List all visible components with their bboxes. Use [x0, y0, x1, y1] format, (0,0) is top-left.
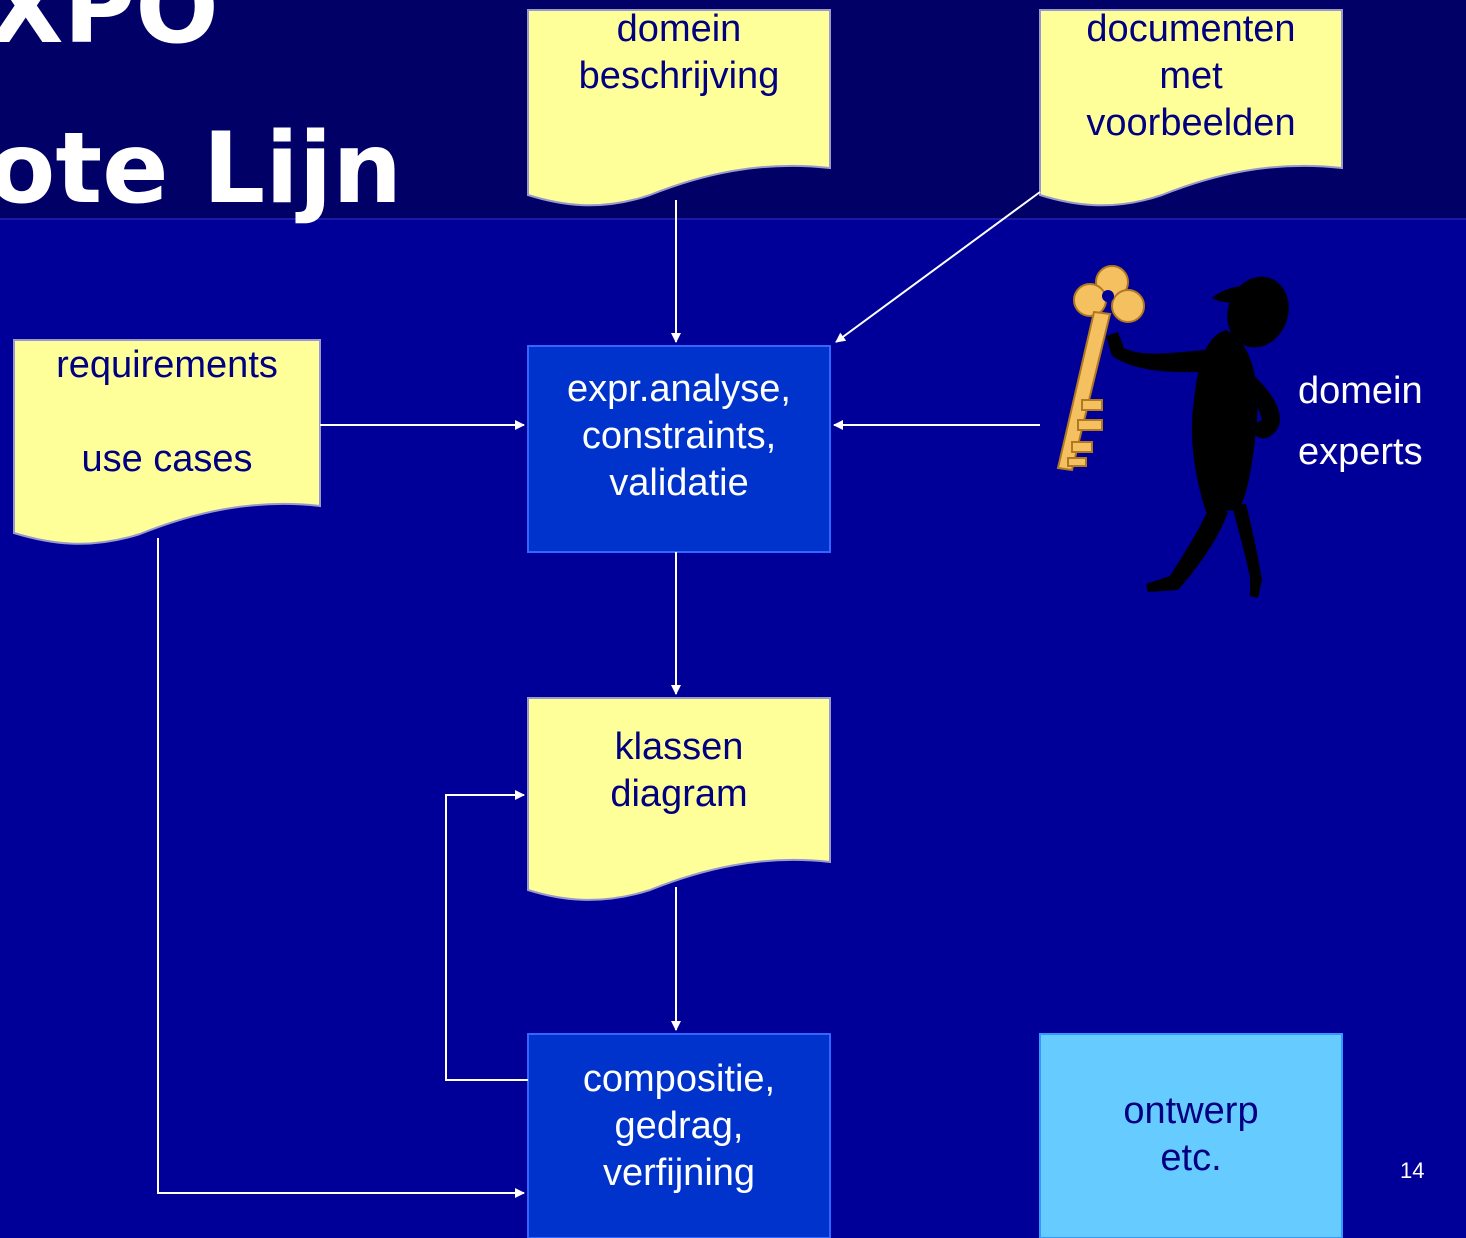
design-box	[1039, 1033, 1343, 1238]
connector-composition-feedback-to-class-diagram	[445, 790, 528, 1081]
analysis-line-2: constraints,	[581, 415, 777, 458]
connector-documents-to-analysis	[835, 191, 1041, 343]
slide-title-line-1: XPO	[0, 0, 219, 66]
analysis-line-3: validatie	[609, 462, 749, 505]
domain-description-document	[527, 9, 831, 207]
requirements-line-1: requirements	[56, 344, 278, 386]
class-diagram-document	[527, 697, 831, 901]
class-diagram-label: klassen diagram	[528, 724, 830, 818]
example-documents-line-2: met	[1159, 55, 1223, 98]
analysis-process-box	[527, 345, 831, 553]
requirements-line-2: use cases	[81, 438, 253, 481]
design-line-1: ontwerp	[1123, 1090, 1259, 1132]
class-diagram-line-2: diagram	[610, 773, 748, 816]
design-label: ontwerp etc.	[1040, 1088, 1342, 1182]
design-line-2: etc.	[1160, 1137, 1222, 1180]
class-diagram-line-1: klassen	[614, 726, 744, 768]
composition-line-1: compositie,	[582, 1058, 776, 1100]
example-documents-line-3: voorbeelden	[1086, 102, 1296, 145]
domain-description-line-1: domein	[616, 8, 742, 50]
requirements-document	[13, 339, 321, 545]
composition-process-box	[527, 1033, 831, 1238]
domain-experts-line-2: experts	[1298, 431, 1423, 474]
composition-label: compositie, gedrag, verfijning	[528, 1056, 830, 1197]
example-documents-label: documenten met voorbeelden	[1040, 6, 1342, 147]
key-icon	[1056, 265, 1145, 472]
domain-experts-label: domein experts	[1298, 368, 1423, 476]
page-number: 14	[1400, 1158, 1425, 1183]
example-documents-document	[1039, 9, 1343, 207]
domain-description-label: domein beschrijving	[528, 6, 830, 100]
domain-description-line-2: beschrijving	[578, 55, 780, 98]
slide-title-line-2: ote Lijn	[0, 112, 403, 226]
person-silhouette-icon	[1106, 276, 1289, 598]
analysis-line-1: expr.analyse,	[567, 368, 791, 410]
composition-line-2: gedrag,	[614, 1105, 744, 1148]
connector-requirements-to-composition	[157, 538, 525, 1198]
composition-line-3: verfijning	[602, 1152, 756, 1195]
title-divider	[0, 218, 1466, 220]
domain-experts-line-1: domein	[1298, 370, 1423, 412]
example-documents-line-1: documenten	[1086, 8, 1296, 50]
analysis-label: expr.analyse, constraints, validatie	[528, 366, 830, 507]
requirements-label: requirements use cases	[14, 342, 320, 483]
